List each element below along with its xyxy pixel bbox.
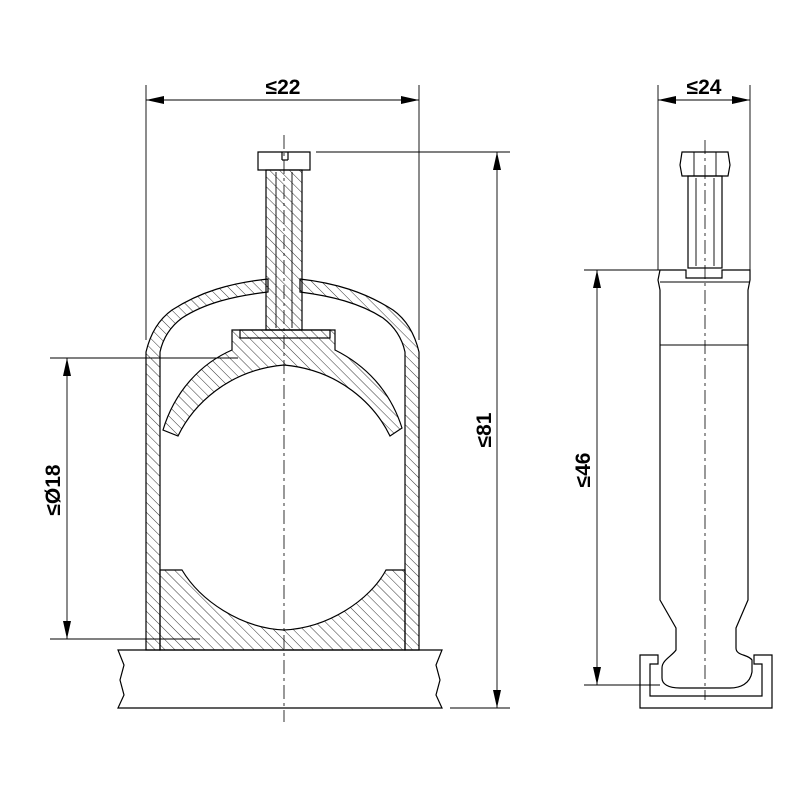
mounting-rail [117,649,443,709]
diameter-dim-label: ≤Ø18 [42,464,65,516]
clamp-bracket [162,329,403,437]
side-height-dim-label: ≤46 [572,453,595,488]
side-body [657,269,753,689]
front-view: ≤22 ≤81 ≤Ø18 [42,76,510,722]
height-dim-label: ≤81 [473,412,496,447]
width-dim-label: ≤22 [266,76,301,99]
screw-head [257,151,311,171]
side-height-dimension: ≤46 [572,269,680,686]
bottom-saddle [159,569,406,651]
side-view: ≤24 ≤46 [572,76,773,709]
height-dimension: ≤81 [316,151,510,709]
width-dimension: ≤22 [145,76,420,340]
washer [239,329,331,339]
side-width-dim-label: ≤24 [687,76,722,99]
side-rail [639,654,773,709]
diameter-dimension: ≤Ø18 [42,357,238,640]
side-width-dimension: ≤24 [657,76,751,270]
side-screw-head [679,151,731,177]
